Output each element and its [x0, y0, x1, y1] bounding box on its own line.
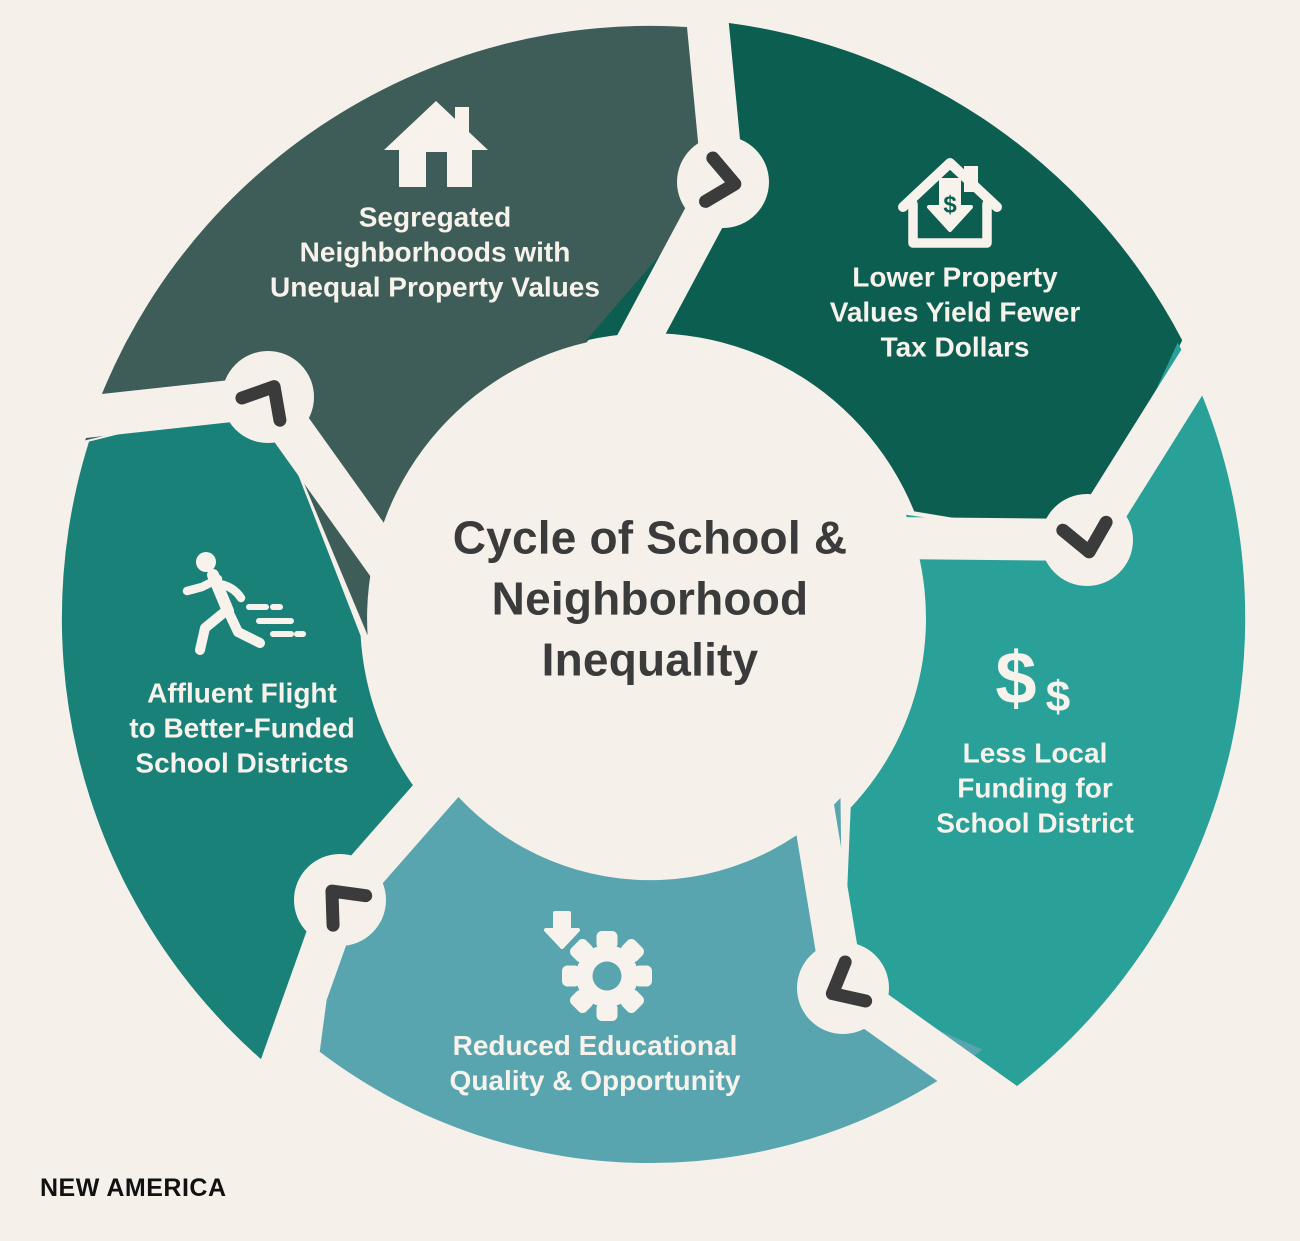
flow-chevron-icon: [325, 884, 373, 932]
segment-label-segregated-neighborhoods: Segregated Neighborhoods with Unequal Pr…: [270, 201, 600, 303]
dollar-glyph-large: $: [995, 637, 1036, 720]
dollar-signs-icon: $ $: [995, 637, 1070, 722]
gear-down-icon: [544, 911, 652, 1021]
runner-icon: [182, 552, 306, 655]
runner-front-arm: [182, 574, 223, 596]
flow-chevron-icon: [235, 380, 287, 427]
dollar-glyph-small: $: [1046, 673, 1070, 722]
flow-chevron-icon: [825, 955, 873, 1008]
dollar-glyph: $: [943, 192, 957, 219]
gear-hole: [592, 961, 622, 991]
segment-arc-segregated-neighborhoods: [85, 25, 723, 636]
house-icon: [384, 101, 488, 187]
segment-label-lower-property-values: Lower Property Values Yield Fewer Tax Do…: [829, 261, 1081, 363]
runner-back-arm: [215, 579, 246, 603]
runner-back-leg: [223, 606, 265, 648]
flow-chevron-icon: [699, 151, 742, 208]
house-door: [426, 152, 447, 187]
house-roof: [898, 158, 1002, 212]
house-roof: [384, 101, 488, 150]
diagram-title: Cycle of School & Neighborhood Inequalit…: [452, 511, 848, 686]
runner-head: [196, 552, 216, 572]
down-arrow-icon: [927, 178, 973, 232]
segment-label-less-local-funding: Less Local Funding for School District: [936, 737, 1134, 839]
flow-chevron-icon: [1056, 515, 1113, 559]
connector-circle: [294, 854, 386, 946]
connector-circle: [797, 942, 889, 1034]
connector-circle: [222, 351, 314, 443]
house-walls: [908, 199, 992, 248]
down-arrow-icon: [544, 911, 580, 949]
speed-lines: [246, 604, 306, 637]
new-america-logo: NEW AMERICA: [40, 1174, 227, 1202]
connector-circle: [677, 136, 769, 228]
segment-label-affluent-flight: Affluent Flight to Better-Funded School …: [129, 677, 355, 779]
ring-segments: [8, 0, 1248, 1164]
connector-circle: [1041, 494, 1133, 586]
runner-front-leg: [195, 605, 232, 655]
segment-label-reduced-educational-quality: Reduced Educational Quality & Opportunit…: [449, 1030, 741, 1096]
house-dollar-down-icon: $: [898, 158, 1002, 248]
